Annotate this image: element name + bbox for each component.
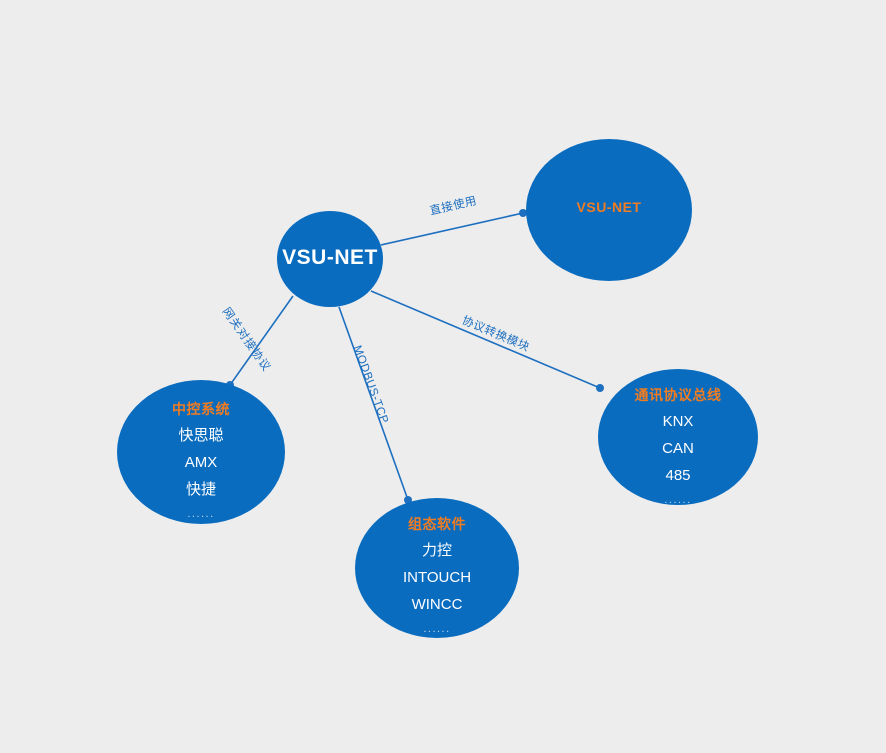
- edge-endpoint-dot-protocol-converter: [596, 384, 604, 392]
- edge-line-modbus-tcp: [338, 306, 409, 501]
- node-shape-top-right[interactable]: [526, 139, 692, 281]
- node-shape-left[interactable]: [117, 380, 285, 524]
- edge-layer: [226, 209, 604, 504]
- node-shape-right[interactable]: [598, 369, 758, 505]
- edge-endpoint-dot-direct-use: [519, 209, 527, 217]
- edge-line-direct-use: [380, 212, 524, 246]
- node-shape-bottom[interactable]: [355, 498, 519, 638]
- node-shape-center[interactable]: [277, 211, 383, 307]
- node-layer: [117, 139, 758, 638]
- edge-line-gateway-protocol: [229, 295, 294, 386]
- edge-line-protocol-converter: [370, 290, 601, 389]
